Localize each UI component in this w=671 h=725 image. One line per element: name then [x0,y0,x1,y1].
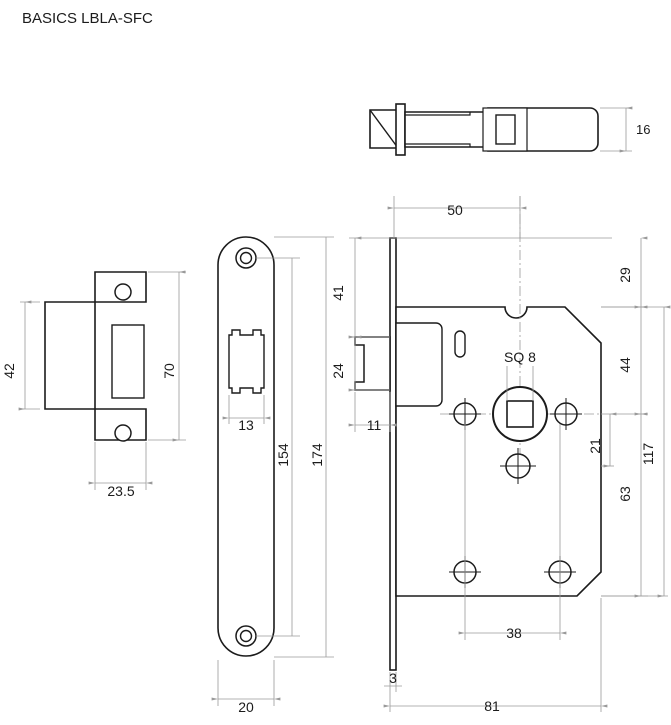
faceplate-ext-154 [256,257,300,637]
faceplate-fixing-hole-top-inner [239,251,253,265]
view-faceplate: 13 154 174 20 [211,236,334,715]
faceplate-ext-174 [274,236,334,658]
strike-ext-70 [148,271,186,441]
top-view-shoulder-top [405,112,471,116]
top-view-spindle-hole [495,114,516,145]
side-view-oval-slot [454,330,466,358]
dim-label-154: 154 [275,443,291,467]
sq8-extension-lines [506,366,534,401]
dim-label-29: 29 [617,267,633,283]
top-view-shoulder-bottom [405,143,471,147]
view-top-lock-body: 16 [369,103,650,156]
dim-label-42: 42 [1,363,17,379]
strike-plate-aperture [111,324,145,399]
side-view-latch-housing [395,322,443,407]
dim-label-174: 174 [309,443,325,467]
dim-label-50: 50 [447,202,463,218]
side-view-case-outline [395,306,602,597]
dim-label-20: 20 [238,699,254,715]
dim-label-70: 70 [161,363,177,379]
strike-plate-outline [44,271,147,441]
top-view-latch-bevel [369,109,399,149]
side-view-latch-bolt [354,336,391,391]
dim-label-21: 21 [587,438,603,454]
strike-plate-screw-hole-top [114,283,132,301]
dim-label-sq8: SQ 8 [504,349,536,365]
view-side-lock-case: SQ 8 [330,196,671,714]
faceplate-latch-aperture [228,329,265,394]
side-view-faceplate-edge [389,237,397,671]
faceplate-outline [217,236,275,657]
dim-label-24: 24 [330,363,346,379]
dim-label-13: 13 [238,417,254,433]
dim-label-3: 3 [389,670,397,686]
faceplate-fixing-hole-bottom-inner [239,629,253,643]
ext-117 [601,306,668,597]
strike-ext-42 [20,301,40,410]
dim-label-235: 23.5 [107,483,134,499]
dim-label-63: 63 [617,486,633,502]
top-view-extension-lines [600,107,632,152]
top-view-faceplate [395,103,406,156]
dim-label-16: 16 [636,122,650,137]
dim-label-38: 38 [506,625,522,641]
view-strike-plate: 42 70 23.5 [1,270,186,499]
drawing-title: BASICS LBLA-SFC [22,10,153,27]
dim-label-11: 11 [367,417,382,433]
dim-label-41: 41 [330,285,346,301]
side-view-square-spindle-hole [506,400,534,428]
dim-label-117: 117 [640,443,656,466]
strike-plate-screw-hole-bottom [114,424,132,442]
dim-label-44: 44 [617,357,633,373]
dim-label-81: 81 [484,698,500,714]
